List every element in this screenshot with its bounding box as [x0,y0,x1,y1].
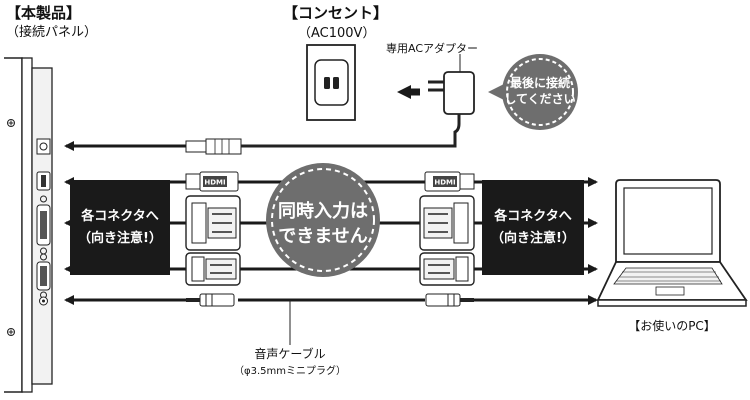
audio-cable-label: 音声ケーブル [254,346,325,361]
right-box-line2: （向き注意!） [491,230,575,246]
adapter-label: 専用ACアダプター [386,41,478,55]
dvi-port-icon [36,195,51,255]
audio-cable-sublabel: （φ3.5mmミニプラグ） [234,364,346,377]
hdmi-port-icon [36,171,51,191]
hdmi-plug-left-icon: HDMI [185,171,239,192]
dvi-plug-right-icon [419,195,475,251]
vga-port-icon [36,253,51,299]
dvi-plug-left-icon [185,195,241,251]
laptop-pc-icon [596,179,748,307]
product-title: 【本製品】 [6,4,81,22]
pc-label: 【お使いのPC】 [628,318,716,333]
hdmi-left-label: HDMI [204,179,225,187]
vga-plug-right-icon [419,252,475,286]
screw-bottom-icon [7,328,15,336]
dc-in-port-icon [36,138,51,155]
connect-last-line1: 最後に接続 [510,75,570,90]
connect-last-bubble: 最後に接続 してください [488,54,578,130]
left-box-line2: （向き注意!） [78,230,162,246]
product-panel [4,57,53,393]
simultaneous-line2: できません [278,226,367,247]
outlet-icon [306,44,356,121]
ac-adapter-icon [241,71,475,148]
right-box-line1: 各コネクタへ [493,208,571,224]
simultaneous-line1: 同時入力は [278,201,368,222]
screw-top-icon [7,119,15,127]
left-box-line1: 各コネクタへ [80,208,158,224]
product-subtitle: （接続パネル） [6,24,97,40]
right-orientation-box: 各コネクタへ （向き注意!） [482,180,584,275]
audio-plug-right-icon [425,293,474,307]
vga-plug-left-icon [185,252,241,286]
audio-port-icon [39,296,48,306]
hdmi-right-label: HDMI [434,179,455,187]
hdmi-plug-right-icon: HDMI [424,171,475,192]
outlet-title: 【コンセント】 [283,4,388,22]
dc-plug-icon [185,138,242,155]
no-simultaneous-input-bubble: 同時入力は できません [266,163,380,277]
connect-last-line2: してください [504,92,575,106]
arrow-to-outlet-icon [397,85,411,99]
audio-plug-left-icon [186,293,235,307]
left-orientation-box: 各コネクタへ （向き注意!） [70,180,170,275]
outlet-voltage: （AC100V） [298,26,375,41]
